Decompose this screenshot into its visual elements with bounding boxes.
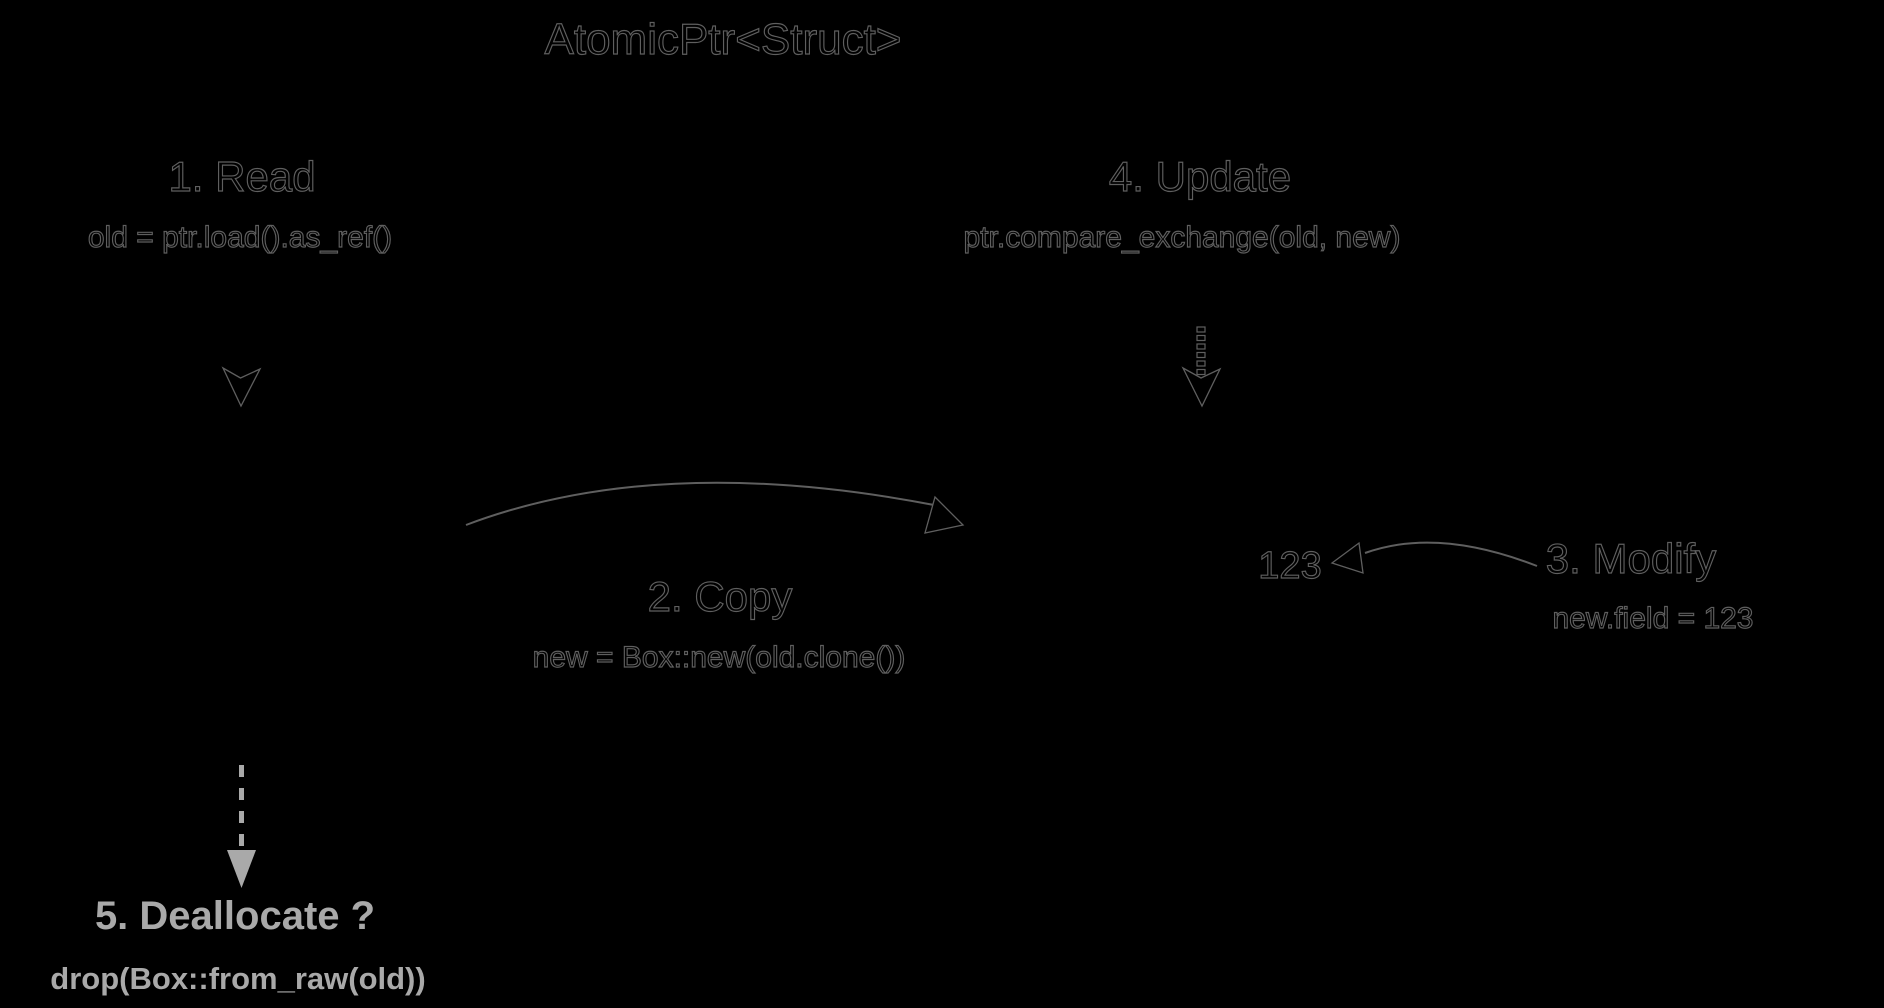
step-modify-code: new.field = 123 [1552, 602, 1754, 635]
diagram-title: AtomicPtr<Struct> [544, 15, 902, 64]
step-deallocate-label: 5. Deallocate ? [94, 894, 376, 938]
copy-curved-right-arrow-icon [465, 481, 965, 534]
modify-curved-left-arrow-icon [1330, 541, 1538, 574]
step-update-label: 4. Update [1108, 153, 1292, 200]
modify-value-123: 123 [1258, 545, 1323, 587]
step-modify-label: 3. Modify [1545, 535, 1717, 582]
step-copy-label: 2. Copy [647, 573, 793, 620]
step-read-label: 1. Read [168, 153, 316, 200]
update-dotted-down-arrow-icon [1181, 326, 1222, 408]
read-down-arrowhead-icon [221, 366, 262, 408]
step-copy-code: new = Box::new(old.clone()) [532, 641, 906, 674]
deallocate-gray-dashed-down-arrow-icon [227, 765, 256, 888]
step-read-code: old = ptr.load().as_ref() [87, 221, 393, 254]
step-deallocate-code: drop(Box::from_raw(old)) [50, 961, 426, 996]
step-update-code: ptr.compare_exchange(old, new) [963, 221, 1401, 254]
